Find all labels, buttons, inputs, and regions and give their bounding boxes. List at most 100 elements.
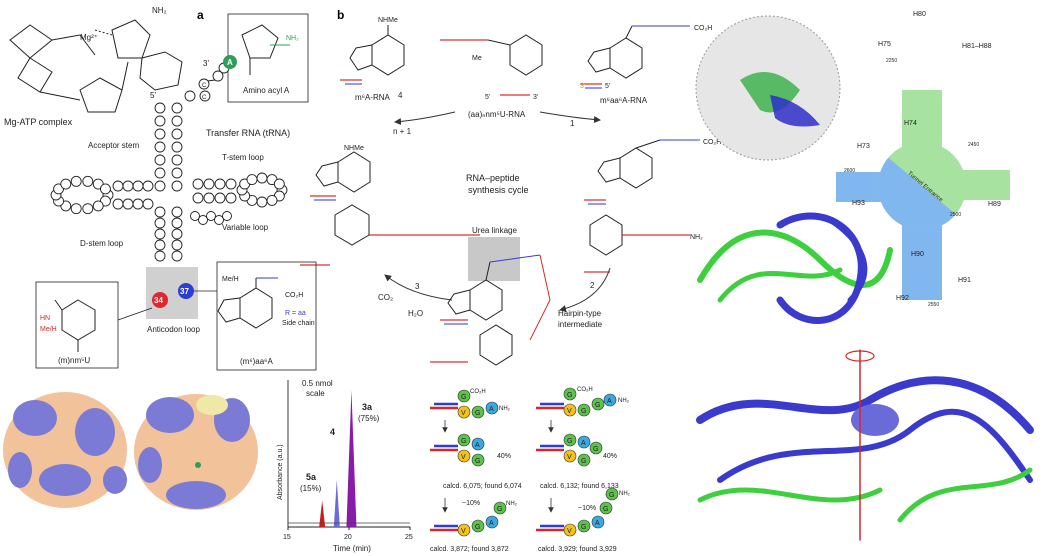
step2-arrow xyxy=(559,267,611,312)
svg-text:HN: HN xyxy=(40,315,50,322)
svg-text:5': 5' xyxy=(485,94,490,101)
svg-text:NH₂: NH₂ xyxy=(286,35,299,42)
urea-linkage-label: Urea linkage xyxy=(472,226,517,235)
amino-acid-bead xyxy=(457,389,471,403)
trna-base xyxy=(122,198,134,210)
mg-atp-title: Mg-ATP complex xyxy=(4,117,73,127)
svg-text:5': 5' xyxy=(605,83,610,90)
trna-base xyxy=(70,175,82,187)
svg-text:3': 3' xyxy=(533,94,538,101)
bead-label: V xyxy=(461,410,466,417)
trna-cloverleaf xyxy=(184,59,230,102)
bead-label: V xyxy=(461,528,466,535)
scale-label-1: 0.5 nmol xyxy=(302,379,333,388)
panel-b: b NHMe m⁶A-RNA Me 5' 3' (aa)ₙnm⁵U-RNA xyxy=(300,8,721,366)
trna-base xyxy=(154,115,166,127)
svg-text:H73: H73 xyxy=(857,143,870,150)
bead-label: A xyxy=(489,520,494,527)
trna-base xyxy=(171,228,183,240)
trna-base xyxy=(256,172,268,184)
svg-text:H90: H90 xyxy=(911,251,924,258)
amino-acid-bead xyxy=(577,403,591,417)
tstem-label: T-stem loop xyxy=(222,153,264,162)
svg-text:2: 2 xyxy=(590,281,595,290)
bead-label: G xyxy=(461,394,466,401)
variable-loop-label: Variable loop xyxy=(222,223,269,232)
step4-arrow xyxy=(394,111,456,126)
svg-text:NHMe: NHMe xyxy=(378,17,398,24)
svg-text:NHMe: NHMe xyxy=(344,145,364,152)
pct-10-b: ~10% xyxy=(578,505,596,512)
svg-text:2500: 2500 xyxy=(950,212,961,218)
peak-4-label: 4 xyxy=(330,427,335,437)
bead-label: G xyxy=(603,506,608,513)
trna-base xyxy=(225,192,237,204)
svg-text:CO₂H: CO₂H xyxy=(694,25,712,32)
trna-base xyxy=(92,200,104,212)
trna-base xyxy=(203,192,215,204)
panel-a: a Mg²⁺ NH₂ Mg-ATP complex NH₂ Amino acyl… xyxy=(4,6,317,371)
trna-base xyxy=(171,180,183,192)
svg-text:1: 1 xyxy=(570,119,575,128)
trna-base xyxy=(154,141,166,153)
aa6a-box xyxy=(216,261,317,371)
trna-base xyxy=(212,70,224,82)
x-tick-label: 25 xyxy=(405,534,413,541)
trna-base xyxy=(70,203,82,215)
trna-base xyxy=(171,217,183,229)
nm5u-rna-structure xyxy=(440,34,543,96)
terminus-label: NH₂ xyxy=(618,398,630,404)
trna-base xyxy=(82,203,94,215)
peak-5a-pct: (15%) xyxy=(300,484,322,493)
calc-4: calcd. 3,929; found 3,929 xyxy=(538,546,617,553)
trna-base xyxy=(256,196,268,208)
m6aa6a-structure xyxy=(580,25,690,89)
svg-text:H74: H74 xyxy=(904,120,917,127)
amino-acid-bead xyxy=(563,433,577,447)
svg-text:5': 5' xyxy=(150,91,156,100)
amino-acid-bead xyxy=(589,441,603,455)
svg-text:H92: H92 xyxy=(896,295,909,302)
trna-label: Transfer RNA (tRNA) xyxy=(206,128,290,138)
trna-base xyxy=(214,178,226,190)
amino-acid-bead xyxy=(563,449,577,463)
trna-base xyxy=(154,167,166,179)
pct-40-b: 40% xyxy=(603,453,617,460)
svg-text:2550: 2550 xyxy=(928,302,939,308)
calc-2: calcd. 6,132; found 6,133 xyxy=(540,483,619,490)
bead-label: V xyxy=(567,528,572,535)
amino-acid-bead xyxy=(563,523,577,537)
trna-base xyxy=(171,141,183,153)
peak-3a xyxy=(346,390,357,527)
trna-base xyxy=(154,206,166,218)
trna-base xyxy=(112,198,124,210)
svg-text:2600: 2600 xyxy=(844,168,855,174)
m6aa6a-rna-label: m⁶aa⁶A-RNA xyxy=(600,96,648,105)
trna-base xyxy=(225,178,237,190)
trna-base xyxy=(132,198,144,210)
trna-base xyxy=(154,250,166,262)
terminus-label: NH₂ xyxy=(506,501,518,507)
trna-base xyxy=(60,178,72,190)
trna-base xyxy=(154,102,166,114)
step1-arrow xyxy=(539,111,601,124)
amino-acid-bead xyxy=(577,519,591,533)
scale-label-2: scale xyxy=(306,389,325,398)
calc-3: calcd. 3,872; found 3,872 xyxy=(430,546,509,553)
terminus-label: NH₂ xyxy=(499,406,511,412)
hairpin-structure xyxy=(430,254,551,366)
bead-label: G xyxy=(581,458,586,465)
amino-acid-bead xyxy=(457,523,471,537)
trna-base xyxy=(192,178,204,190)
bead-label: V xyxy=(567,408,572,415)
trna-base xyxy=(171,102,183,114)
bead-label: G xyxy=(581,408,586,415)
bead-label: G xyxy=(609,492,614,499)
trna-base xyxy=(171,239,183,251)
ribosome-surface-left xyxy=(3,392,127,508)
panel-a-label: a xyxy=(197,8,204,22)
svg-text:H75: H75 xyxy=(878,41,891,48)
bead-label: A xyxy=(595,520,600,527)
